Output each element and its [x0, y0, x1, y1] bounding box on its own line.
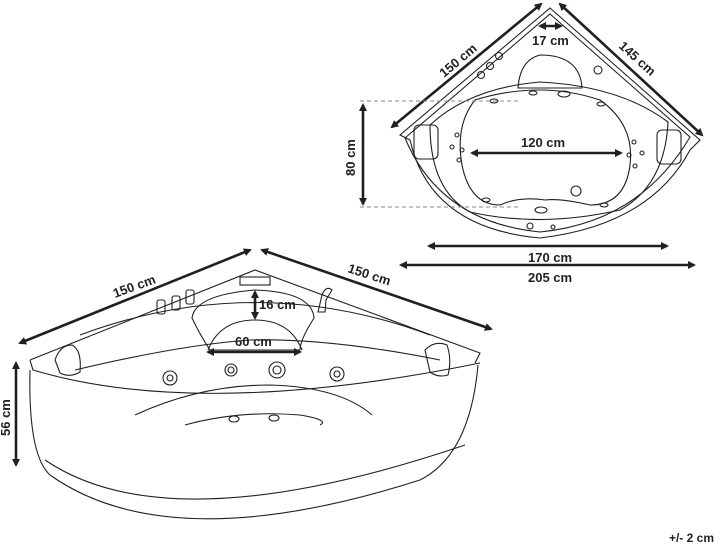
perspective-control-panel	[239, 276, 271, 286]
label-width-205: 205 cm	[528, 270, 572, 285]
top-view-shell	[399, 7, 701, 239]
top-view-left-pillow	[413, 124, 439, 160]
label-top-right-edge: 145 cm	[616, 38, 659, 79]
perspective-skirt-band	[44, 444, 466, 500]
perspective-right-pillow	[424, 342, 451, 377]
perspective-left-pillow	[54, 344, 81, 376]
label-width-170: 170 cm	[528, 250, 572, 265]
perspective-basin	[134, 384, 373, 416]
top-view-right-pillow	[656, 129, 682, 165]
dim-arrow-persp-left-edge	[18, 248, 252, 345]
tolerance-note: +/- 2 cm	[668, 531, 714, 545]
label-inner-width: 120 cm	[521, 135, 565, 150]
perspective-seat	[184, 413, 324, 426]
perspective-rim-front	[29, 359, 481, 394]
dim-arrow-top-right-edge	[558, 2, 704, 137]
top-view: 150 cm 145 cm 17 cm 120 cm 80 cm 170 cm …	[343, 2, 704, 285]
top-view-inner-rim	[429, 81, 669, 221]
label-seat-depth: 16 cm	[259, 297, 296, 312]
perspective-jets	[162, 361, 345, 423]
label-seat-width: 60 cm	[235, 334, 272, 349]
label-depth: 80 cm	[343, 139, 358, 176]
label-persp-right-edge: 150 cm	[346, 261, 393, 289]
top-view-rim	[404, 13, 691, 233]
dim-arrow-top-left-edge	[390, 2, 543, 129]
label-headrest-gap: 17 cm	[532, 33, 569, 48]
label-height: 56 cm	[0, 399, 13, 436]
perspective-taps	[156, 287, 333, 315]
dim-arrow-persp-right-edge	[260, 248, 493, 331]
perspective-view: 150 cm 150 cm 16 cm 60 cm 56 cm	[0, 248, 493, 520]
